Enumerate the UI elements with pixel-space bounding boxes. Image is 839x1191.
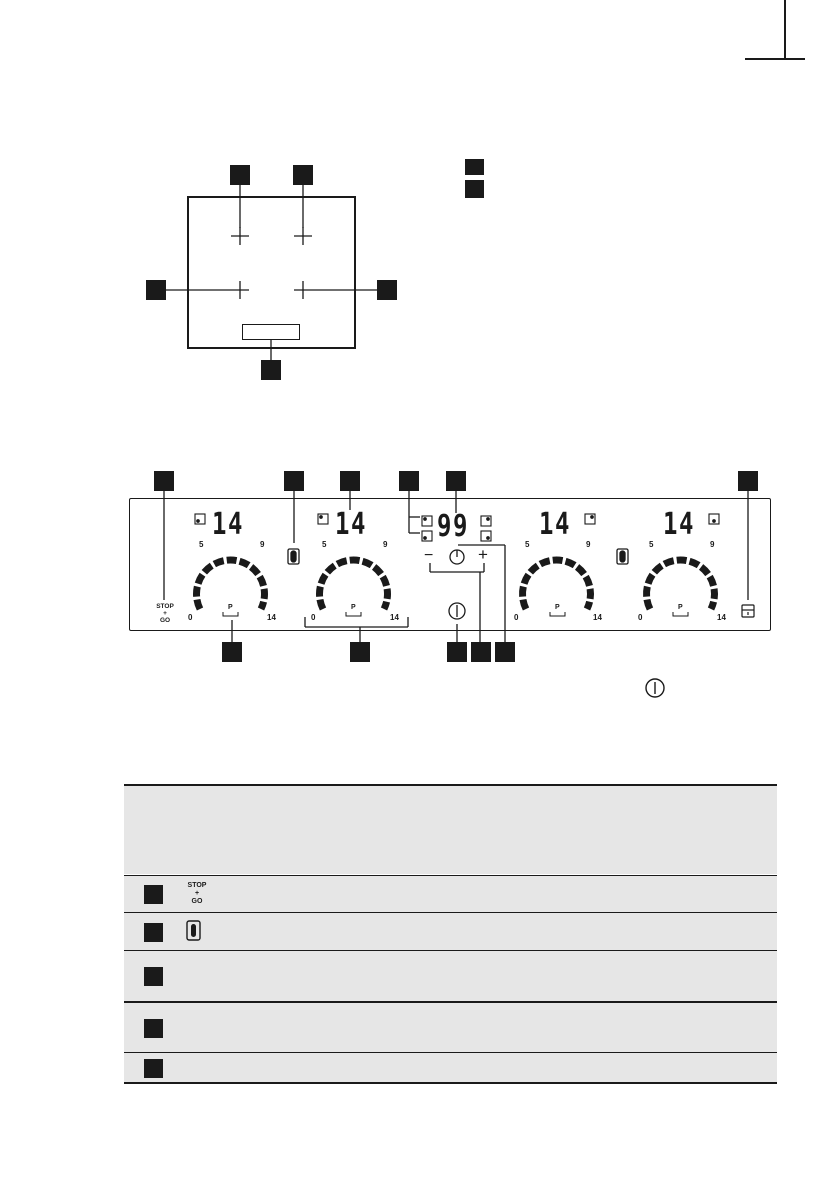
callout-marker	[350, 642, 370, 662]
pause-icon[interactable]: P	[228, 604, 233, 611]
dial-label-0: 0	[311, 613, 316, 622]
table-row	[124, 1052, 777, 1084]
row-marker	[144, 1059, 163, 1078]
row-marker	[144, 967, 163, 986]
dial-label-14: 14	[717, 613, 726, 622]
callout-marker	[340, 471, 360, 491]
dial-label-9: 9	[260, 540, 265, 549]
power-dial-zone-3	[519, 556, 594, 611]
table-top-rule	[124, 784, 777, 786]
lock-icon	[741, 604, 755, 618]
stop-go-icon[interactable]: STOP + GO	[156, 603, 174, 624]
callout-marker	[154, 471, 174, 491]
dial-label-5: 5	[199, 540, 204, 549]
bridge-icon	[616, 548, 629, 565]
timer-plus-button[interactable]: +	[478, 545, 488, 564]
dial-label-9: 9	[383, 540, 388, 549]
pause-icon[interactable]: P	[678, 604, 683, 611]
timer-minus-button[interactable]: −	[424, 547, 434, 564]
dial-label-9: 9	[710, 540, 715, 549]
zone-indicator-icon	[708, 513, 720, 525]
dial-label-14: 14	[390, 613, 399, 622]
cooking-zone-rear-right-icon	[294, 281, 312, 299]
hob-control-panel-outline	[242, 324, 300, 340]
table-row	[124, 1001, 777, 1052]
pause-icon[interactable]: P	[555, 604, 560, 611]
legend-marker	[465, 159, 484, 175]
bridge-icon	[186, 920, 201, 941]
control-panel	[129, 498, 771, 631]
callout-marker	[495, 642, 515, 662]
display-zone-1: 14	[212, 507, 245, 542]
dial-label-0: 0	[514, 613, 519, 622]
dial-label-9: 9	[586, 540, 591, 549]
callout-marker	[146, 280, 166, 300]
zone-indicator-icon	[584, 513, 596, 525]
dial-label-0: 0	[188, 613, 193, 622]
power-dial-zone-4	[643, 556, 718, 611]
display-zone-4: 14	[663, 507, 696, 542]
zone-indicator-icon	[480, 530, 492, 542]
callout-marker	[261, 360, 281, 380]
row-marker	[144, 923, 163, 942]
dial-label-14: 14	[267, 613, 276, 622]
callout-marker	[446, 471, 466, 491]
power-dial-zone-2	[316, 556, 391, 611]
stop-go-icon: STOP + GO	[187, 882, 207, 905]
dial-label-5: 5	[322, 540, 327, 549]
zone-indicator-icon	[421, 530, 433, 542]
dial-label-5: 5	[649, 540, 654, 549]
row-marker	[144, 885, 163, 904]
power-dial-zone-1	[193, 556, 268, 611]
zone-indicator-icon	[317, 513, 329, 525]
power-icon	[645, 678, 665, 698]
callout-marker	[222, 642, 242, 662]
zone-indicator-icon	[194, 513, 206, 525]
cooking-zone-front-right-icon	[294, 227, 312, 245]
zone-indicator-icon	[421, 515, 433, 527]
callout-marker	[377, 280, 397, 300]
callout-marker	[284, 471, 304, 491]
dial-label-14: 14	[593, 613, 602, 622]
table-row: STOP + GO	[124, 875, 777, 912]
power-icon	[448, 602, 466, 620]
callout-marker	[471, 642, 491, 662]
cooking-zone-rear-left-icon	[231, 281, 249, 299]
display-zone-2: 14	[335, 507, 368, 542]
clock-icon	[449, 549, 465, 565]
callout-marker	[738, 471, 758, 491]
bridge-icon	[287, 548, 300, 565]
cooking-zone-front-left-icon	[231, 227, 249, 245]
dial-label-5: 5	[525, 540, 530, 549]
table-row	[124, 912, 777, 950]
zone-indicator-icon	[480, 515, 492, 527]
legend-marker	[465, 180, 484, 198]
row-marker	[144, 1019, 163, 1038]
callout-marker	[230, 165, 250, 185]
crop-mark-vertical	[784, 0, 786, 60]
display-zone-3: 14	[539, 507, 572, 542]
dial-label-0: 0	[638, 613, 643, 622]
table-row	[124, 950, 777, 1001]
callout-marker	[399, 471, 419, 491]
display-timer: 99	[437, 509, 470, 544]
callout-marker	[293, 165, 313, 185]
callout-marker	[447, 642, 467, 662]
crop-mark-horizontal	[745, 58, 805, 60]
pause-icon[interactable]: P	[351, 604, 356, 611]
table-header	[124, 786, 777, 874]
